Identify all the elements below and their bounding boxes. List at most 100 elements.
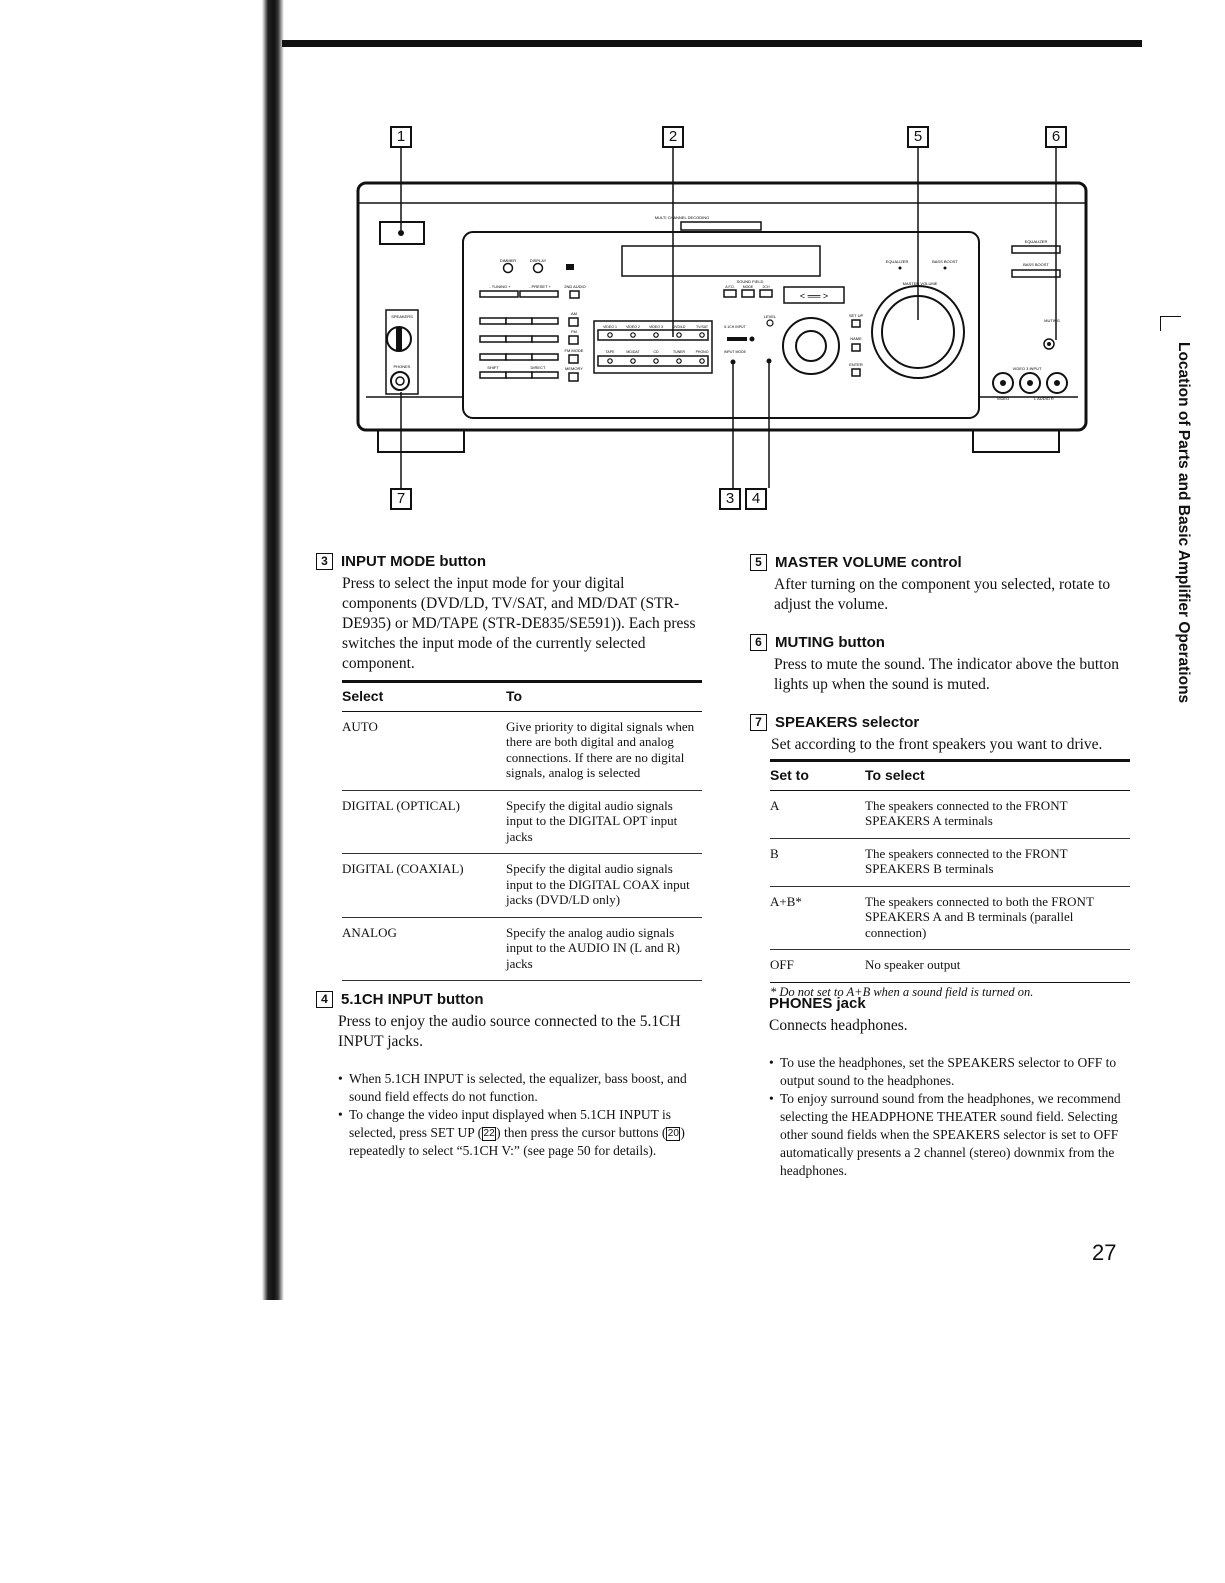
phones-description: Connects headphones.	[769, 1017, 908, 1034]
list-item: To use the headphones, set the SPEAKERS …	[769, 1054, 1134, 1090]
muting-title: MUTING button	[775, 634, 885, 651]
master-volume-description: After turning on the component you selec…	[774, 576, 1111, 613]
callout-7: 7	[390, 488, 412, 510]
speakers-footnote: * Do not set to A+B when a sound field i…	[770, 984, 1034, 999]
multi-channel-label: MULTI CHANNEL DECODING	[655, 215, 709, 220]
item-number-3: 3	[316, 553, 333, 570]
list-item: To enjoy surround sound from the headpho…	[769, 1090, 1134, 1180]
svg-text:DIRECT: DIRECT	[531, 365, 546, 370]
svg-text:PHONO: PHONO	[696, 350, 709, 354]
row-select-value: The speakers connected to the FRONT SPEA…	[865, 838, 1130, 887]
row-select-value: The speakers connected to both the FRONT…	[865, 886, 1130, 950]
callout-5: 5	[907, 126, 929, 148]
svg-text:2CH: 2CH	[762, 285, 769, 289]
svg-text:SOUND FIELD: SOUND FIELD	[737, 279, 764, 284]
input-mode-title: INPUT MODE button	[341, 553, 486, 570]
item-number-4: 4	[316, 991, 333, 1008]
svg-text:AM: AM	[571, 311, 577, 316]
svg-text:MODE: MODE	[743, 285, 754, 289]
svg-text:PHONES: PHONES	[394, 364, 411, 369]
table-row: B The speakers connected to the FRONT SP…	[770, 838, 1130, 887]
svg-text:DISPLAY: DISPLAY	[530, 258, 547, 263]
svg-text:FM: FM	[571, 329, 577, 334]
chapter-title: Location of Parts and Basic Amplifier Op…	[1175, 342, 1192, 704]
svg-text:VIDEO: VIDEO	[997, 396, 1009, 401]
list-item: When 5.1CH INPUT is selected, the equali…	[338, 1070, 702, 1106]
ref-number-box: 22	[482, 1127, 497, 1141]
chapter-side-tab: Location of Parts and Basic Amplifier Op…	[1170, 342, 1196, 722]
phones-title: PHONES jack	[769, 995, 866, 1012]
row-select-value: The speakers connected to the FRONT SPEA…	[865, 790, 1130, 839]
input-mode-description: Press to select the input mode for your …	[342, 575, 696, 672]
svg-text:ENTER: ENTER	[849, 362, 863, 367]
svg-text:VIDEO 1: VIDEO 1	[603, 325, 617, 329]
svg-text:5.1CH INPUT: 5.1CH INPUT	[724, 325, 746, 329]
svg-text:TUNER: TUNER	[673, 350, 686, 354]
table-row: A The speakers connected to the FRONT SP…	[770, 790, 1130, 839]
speakers-description: Set according to the front speakers you …	[771, 736, 1103, 753]
phones-section: PHONES jack Connects headphones. To use …	[769, 995, 1134, 1180]
svg-text:MEMORY: MEMORY	[565, 366, 583, 371]
svg-text:VIDEO 2: VIDEO 2	[626, 325, 640, 329]
svg-text:MASTER VOLUME: MASTER VOLUME	[903, 281, 938, 286]
svg-text:NAME: NAME	[850, 336, 862, 341]
svg-text:MUTING: MUTING	[1044, 318, 1060, 323]
svg-text:< ══ >: < ══ >	[800, 291, 828, 301]
input-mode-table: Select To AUTO Give priority to digital …	[342, 680, 702, 981]
row-select-value: AUTO	[342, 711, 506, 791]
svg-text:FM MODE: FM MODE	[565, 348, 584, 353]
svg-text:TV/SAT: TV/SAT	[696, 325, 709, 329]
ch51-notes: When 5.1CH INPUT is selected, the equali…	[338, 1070, 702, 1160]
svg-text:A.F.D.: A.F.D.	[725, 285, 735, 289]
speakers-table: Set to To select A The speakers connecte…	[770, 759, 1130, 983]
row-set-value: A+B*	[770, 886, 865, 950]
ref-number-box: 20	[666, 1127, 681, 1141]
item-number-6: 6	[750, 634, 767, 651]
svg-text:SPEAKERS: SPEAKERS	[391, 314, 413, 319]
row-select-value: ANALOG	[342, 917, 506, 981]
row-select-value: DIGITAL (OPTICAL)	[342, 790, 506, 854]
svg-text:MD/DAT: MD/DAT	[626, 350, 640, 354]
svg-text:INPUT MODE: INPUT MODE	[724, 350, 747, 354]
callout-1: 1	[390, 126, 412, 148]
svg-text:EQUALIZER: EQUALIZER	[1025, 239, 1048, 244]
col-header-to: To	[506, 680, 702, 712]
table-row: DIGITAL (OPTICAL) Specify the digital au…	[342, 790, 702, 854]
row-set-value: OFF	[770, 949, 865, 983]
svg-text:DVD/LD: DVD/LD	[673, 325, 686, 329]
table-row: DIGITAL (COAXIAL) Specify the digital au…	[342, 853, 702, 918]
receiver-front-panel-illustration: MULTI CHANNEL DECODING DIMMER DISPLAY - …	[356, 148, 1088, 488]
ch51-input-section: 4 5.1CH INPUT button Press to enjoy the a…	[316, 991, 702, 1160]
col-header-set-to: Set to	[770, 759, 865, 791]
page-binding-edge	[262, 0, 284, 1300]
ch51-title: 5.1CH INPUT button	[341, 991, 484, 1008]
callout-2: 2	[662, 126, 684, 148]
svg-text:- PRESET +: - PRESET +	[529, 284, 551, 289]
svg-text:L AUDIO R: L AUDIO R	[1034, 396, 1054, 401]
col-header-select: Select	[342, 680, 506, 712]
table-row: OFF No speaker output	[770, 949, 1130, 983]
header-rule	[282, 40, 1142, 47]
svg-text:- TUNING +: - TUNING +	[489, 284, 511, 289]
svg-text:SET UP: SET UP	[849, 313, 864, 318]
table-row: A+B* The speakers connected to both the …	[770, 886, 1130, 950]
svg-text:SHIFT: SHIFT	[487, 365, 499, 370]
speakers-title: SPEAKERS selector	[775, 714, 920, 731]
muting-section: 6 MUTING button Press to mute the sound. …	[750, 634, 1135, 695]
table-row: AUTO Give priority to digital signals wh…	[342, 711, 702, 791]
muting-description: Press to mute the sound. The indicator a…	[774, 656, 1119, 693]
ch51-description: Press to enjoy the audio source connecte…	[338, 1013, 681, 1050]
phones-notes: To use the headphones, set the SPEAKERS …	[769, 1054, 1134, 1180]
master-volume-title: MASTER VOLUME control	[775, 554, 962, 571]
row-to-value: Specify the digital audio signals input …	[506, 790, 702, 854]
list-item: To change the video input displayed when…	[338, 1106, 702, 1160]
svg-text:BASS BOOST: BASS BOOST	[1023, 262, 1049, 267]
row-select-value: DIGITAL (COAXIAL)	[342, 853, 506, 918]
svg-text:LEVEL: LEVEL	[764, 314, 777, 319]
svg-text:2ND AUDIO: 2ND AUDIO	[564, 284, 586, 289]
row-to-value: Specify the analog audio signals input t…	[506, 917, 702, 981]
svg-text:TAPE: TAPE	[606, 350, 616, 354]
row-set-value: B	[770, 838, 865, 887]
